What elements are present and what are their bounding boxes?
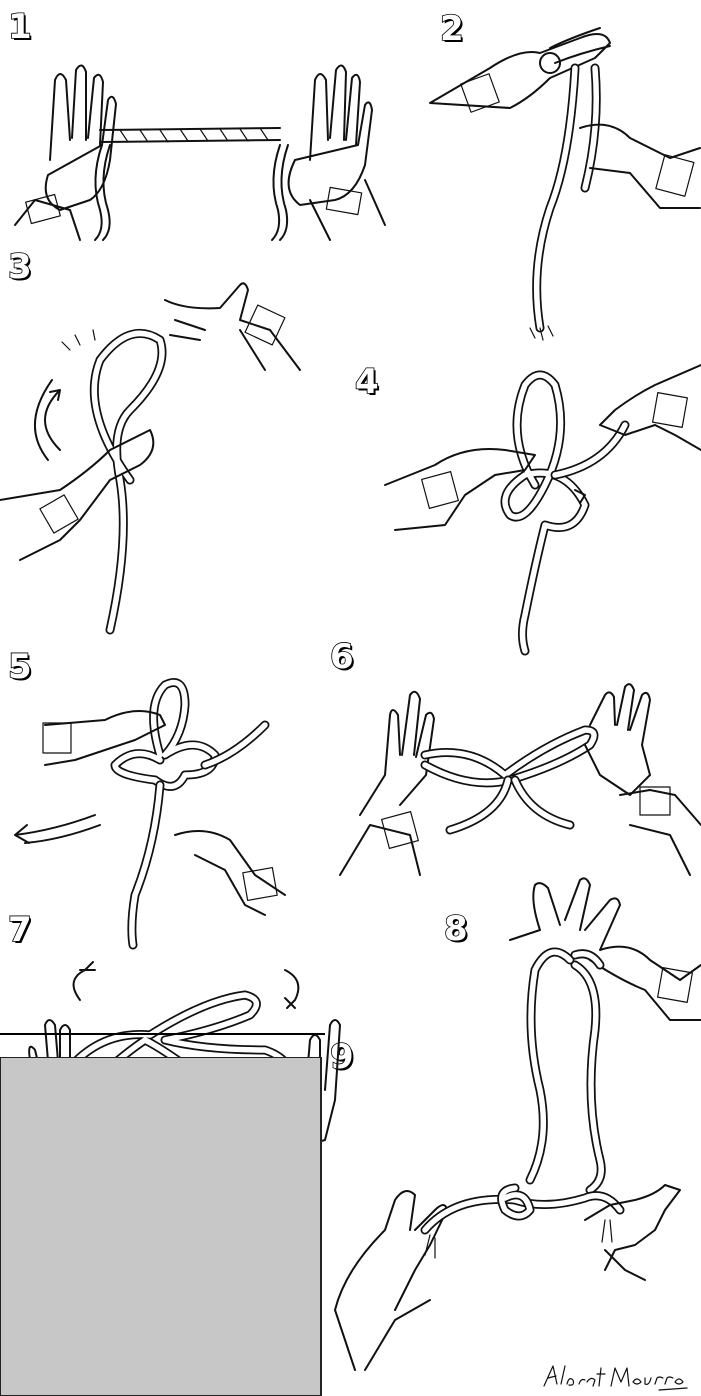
illustration-step-4 xyxy=(385,355,701,655)
section-divider xyxy=(0,1033,325,1035)
step-number-6: 6 xyxy=(330,640,354,674)
step-number-4: 4 xyxy=(355,365,379,399)
illustration-step-2 xyxy=(430,8,700,348)
step-number-1: 1 xyxy=(8,10,32,44)
illustration-step-5 xyxy=(5,665,315,950)
illustration-step-1 xyxy=(10,50,390,240)
artist-signature xyxy=(539,1360,689,1392)
illustration-step-6 xyxy=(330,675,701,875)
step-number-8: 8 xyxy=(444,912,468,946)
step-number-3: 3 xyxy=(8,250,32,284)
illustration-step-9 xyxy=(335,1070,701,1370)
illustration-step-3 xyxy=(0,280,300,640)
grey-panel xyxy=(0,1057,322,1396)
